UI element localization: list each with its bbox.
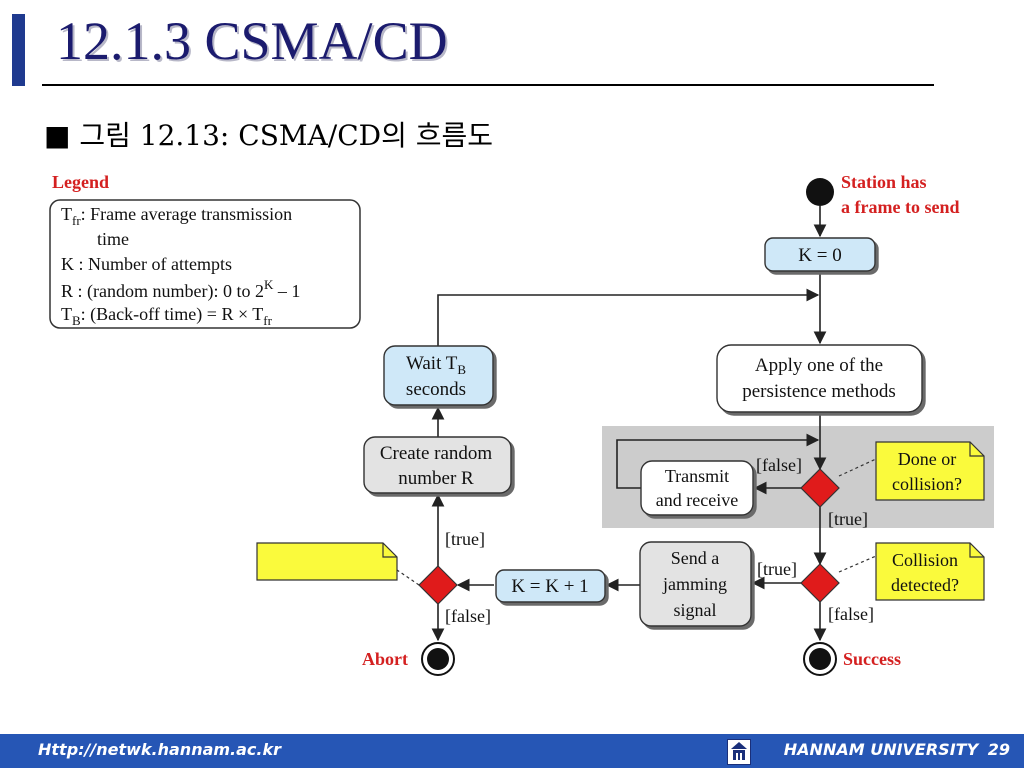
legend-line-tb: TB: (Back-off time) = R × Tfr xyxy=(61,304,273,328)
apply-persistence-line1: Apply one of the xyxy=(755,355,883,376)
university-logo-icon xyxy=(727,739,751,765)
label-true-done: [true] xyxy=(828,509,868,529)
wait-backoff-line1: Wait TB xyxy=(406,353,466,377)
note-done-line2: collision? xyxy=(892,474,962,494)
title-accent-bar xyxy=(12,14,25,86)
transmit-receive-box xyxy=(640,460,754,516)
send-jamming-line1: Send a xyxy=(671,548,720,568)
apply-persistence-line2: persistence methods xyxy=(742,381,896,402)
label-false-limit: [false] xyxy=(445,606,491,626)
label-true-collision: [true] xyxy=(757,559,797,579)
start-label-line2: a frame to send xyxy=(841,197,959,217)
note-collision-line1: Collision xyxy=(892,550,958,570)
edge-transmit-loop xyxy=(616,433,820,489)
decision-collision-detected xyxy=(800,563,840,603)
legend-line-tfr: Tfr: Frame average transmission xyxy=(61,204,292,228)
note-blank-connector xyxy=(396,569,420,586)
legend-line-k: K : Number of attempts xyxy=(61,254,232,274)
footer-bar: Http://netwk.hannam.ac.kr HANNAM UNIVERS… xyxy=(0,734,1024,768)
note-collision-fold xyxy=(969,543,984,558)
wait-backoff-box xyxy=(383,345,494,406)
k-increment-box xyxy=(495,569,606,603)
footer-page-number: 29 xyxy=(987,740,1010,759)
create-random-line1: Create random xyxy=(380,443,493,464)
footer-url-link[interactable]: Http://netwk.hannam.ac.kr xyxy=(38,740,282,759)
label-false-collision: [false] xyxy=(828,604,874,624)
legend-line-tfr-cont: time xyxy=(97,229,129,249)
success-label: Success xyxy=(843,649,901,669)
footer-right-text: HANNAM UNIVERSITY 29 xyxy=(780,740,1010,759)
note-blank-fold xyxy=(382,543,397,558)
label-false-done: [false] xyxy=(756,455,802,475)
decision-done-or-collision xyxy=(800,468,840,508)
note-done-fold xyxy=(969,442,984,457)
footer-university: HANNAM UNIVERSITY xyxy=(783,740,979,759)
success-node-inner xyxy=(809,648,831,670)
create-random-line2: number R xyxy=(398,468,474,489)
note-collision-line2: detected? xyxy=(891,575,959,595)
send-jamming-line2: jamming xyxy=(662,574,727,594)
note-done-connector xyxy=(838,458,877,477)
abort-node-inner xyxy=(427,648,449,670)
transmit-receive-line1: Transmit xyxy=(665,466,729,486)
note-done-line1: Done or xyxy=(898,449,956,469)
note-collision-detected xyxy=(875,542,985,601)
csma-cd-flowchart: Legend Tfr: Frame average transmission t… xyxy=(49,172,994,676)
legend-box xyxy=(49,199,361,329)
legend-heading: Legend xyxy=(52,172,109,192)
send-jamming-box xyxy=(639,541,752,627)
slide-subtitle: ■ 그림 12.13: CSMA/CD의 흐름도 xyxy=(44,119,494,152)
slide-title: 12.1.3 CSMA/CD xyxy=(56,11,448,71)
k-zero-text: K = 0 xyxy=(798,245,841,266)
title-underline xyxy=(42,84,934,86)
wait-backoff-line2: seconds xyxy=(406,379,466,400)
note-done-or-collision xyxy=(875,441,985,501)
k-zero-box xyxy=(764,237,876,272)
create-random-box xyxy=(363,436,512,494)
send-jamming-line3: signal xyxy=(674,600,717,620)
decision-attempt-limit xyxy=(418,565,458,605)
abort-label: Abort xyxy=(362,649,408,669)
apply-persistence-box xyxy=(716,344,923,413)
legend-line-r: R : (random number): 0 to 2K – 1 xyxy=(61,277,300,302)
start-label-line1: Station has xyxy=(841,172,927,192)
transmit-receive-line2: and receive xyxy=(656,490,738,510)
k-increment-text: K = K + 1 xyxy=(511,576,588,597)
edge-wait-merge xyxy=(437,288,820,346)
start-node xyxy=(806,178,834,206)
note-collision-connector xyxy=(838,555,877,573)
note-blank xyxy=(256,542,398,581)
label-true-limit: [true] xyxy=(445,529,485,549)
